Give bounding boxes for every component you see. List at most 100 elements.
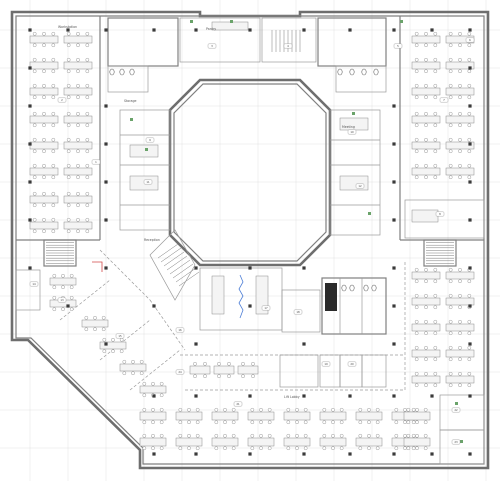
room-tag-text: 7: [443, 98, 445, 102]
chair: [32, 149, 37, 154]
chair: [151, 446, 155, 451]
chair: [259, 420, 263, 425]
chair: [102, 349, 107, 354]
chair: [66, 95, 71, 100]
chair: [66, 69, 71, 74]
chair: [303, 433, 308, 438]
chair: [414, 111, 419, 116]
west-meeting-block: [119, 109, 171, 231]
chair: [467, 345, 472, 350]
chair: [76, 175, 80, 180]
plant-marker: [368, 212, 371, 215]
chair: [414, 357, 419, 362]
desk: [411, 167, 441, 176]
structural-column: [194, 394, 198, 398]
chair: [458, 345, 462, 350]
chair: [424, 331, 428, 336]
restroom-fixtures: [109, 20, 463, 443]
chair: [69, 307, 74, 312]
structural-column: [302, 266, 306, 270]
west-small-office: [15, 269, 41, 311]
stair-tread: [166, 255, 188, 271]
core-nw: [107, 17, 179, 67]
chair: [286, 446, 291, 451]
chair: [42, 31, 46, 36]
desk: [139, 437, 167, 447]
chair: [375, 446, 380, 451]
desk: [247, 437, 275, 447]
structural-column: [104, 180, 108, 184]
desk: [29, 87, 59, 96]
chair: [415, 433, 419, 438]
red-accent-line: [92, 261, 103, 272]
chair: [415, 420, 419, 425]
structural-column: [28, 142, 32, 146]
structural-column: [348, 394, 352, 398]
structural-column: [248, 394, 252, 398]
chair: [66, 83, 71, 88]
room-tag-box: [57, 97, 67, 103]
chair: [85, 137, 90, 142]
structural-column: [392, 452, 396, 456]
chair: [66, 111, 71, 116]
room-tag-box: [435, 211, 445, 217]
desk: [445, 297, 475, 306]
chair: [339, 433, 344, 438]
room-tag-box: [355, 183, 365, 189]
room-tag-box: [115, 333, 125, 339]
chair: [303, 446, 308, 451]
chair: [414, 175, 419, 180]
chair: [51, 111, 56, 116]
desk: [237, 365, 259, 375]
structural-column: [430, 452, 434, 456]
chair: [339, 407, 344, 412]
chair: [51, 175, 56, 180]
chair: [458, 293, 462, 298]
room-tag-text: 3: [211, 44, 213, 48]
room-tag-box: [347, 361, 357, 367]
desk: [355, 411, 383, 421]
chair: [66, 31, 71, 36]
room-tag-text: 24: [178, 370, 182, 374]
chair: [51, 229, 56, 234]
chair: [151, 433, 155, 438]
room-tag-text: 11: [146, 180, 150, 184]
chair: [119, 337, 124, 342]
chair: [32, 111, 37, 116]
chair: [231, 420, 236, 425]
chair: [458, 83, 462, 88]
chair: [458, 357, 462, 362]
chair: [227, 374, 231, 379]
chair: [424, 279, 428, 284]
room-tag-text: 2: [61, 98, 63, 102]
chair: [85, 111, 90, 116]
structural-column: [392, 342, 396, 346]
chair: [467, 43, 472, 48]
structural-column: [302, 28, 306, 32]
chair: [203, 361, 207, 366]
chair: [414, 31, 419, 36]
chair: [42, 111, 46, 116]
toilet-fixture: [371, 284, 377, 292]
chair: [414, 279, 419, 284]
stair-tread: [172, 263, 194, 279]
south-meeting-a: [279, 354, 319, 388]
room-tag-box: [91, 159, 101, 165]
chair: [433, 43, 438, 48]
chair: [250, 446, 255, 451]
chair: [403, 420, 407, 425]
chair: [414, 69, 419, 74]
structural-column: [28, 66, 32, 70]
chair: [448, 95, 453, 100]
structural-column: [248, 452, 252, 456]
chair: [131, 371, 135, 376]
chair: [203, 374, 207, 379]
chair: [467, 383, 472, 388]
room-tag-box: [347, 129, 357, 135]
room-tag-text: 6: [469, 38, 471, 42]
chair: [51, 149, 56, 154]
chair: [142, 393, 147, 398]
chair: [358, 433, 363, 438]
chair: [76, 111, 80, 116]
chair: [51, 191, 56, 196]
